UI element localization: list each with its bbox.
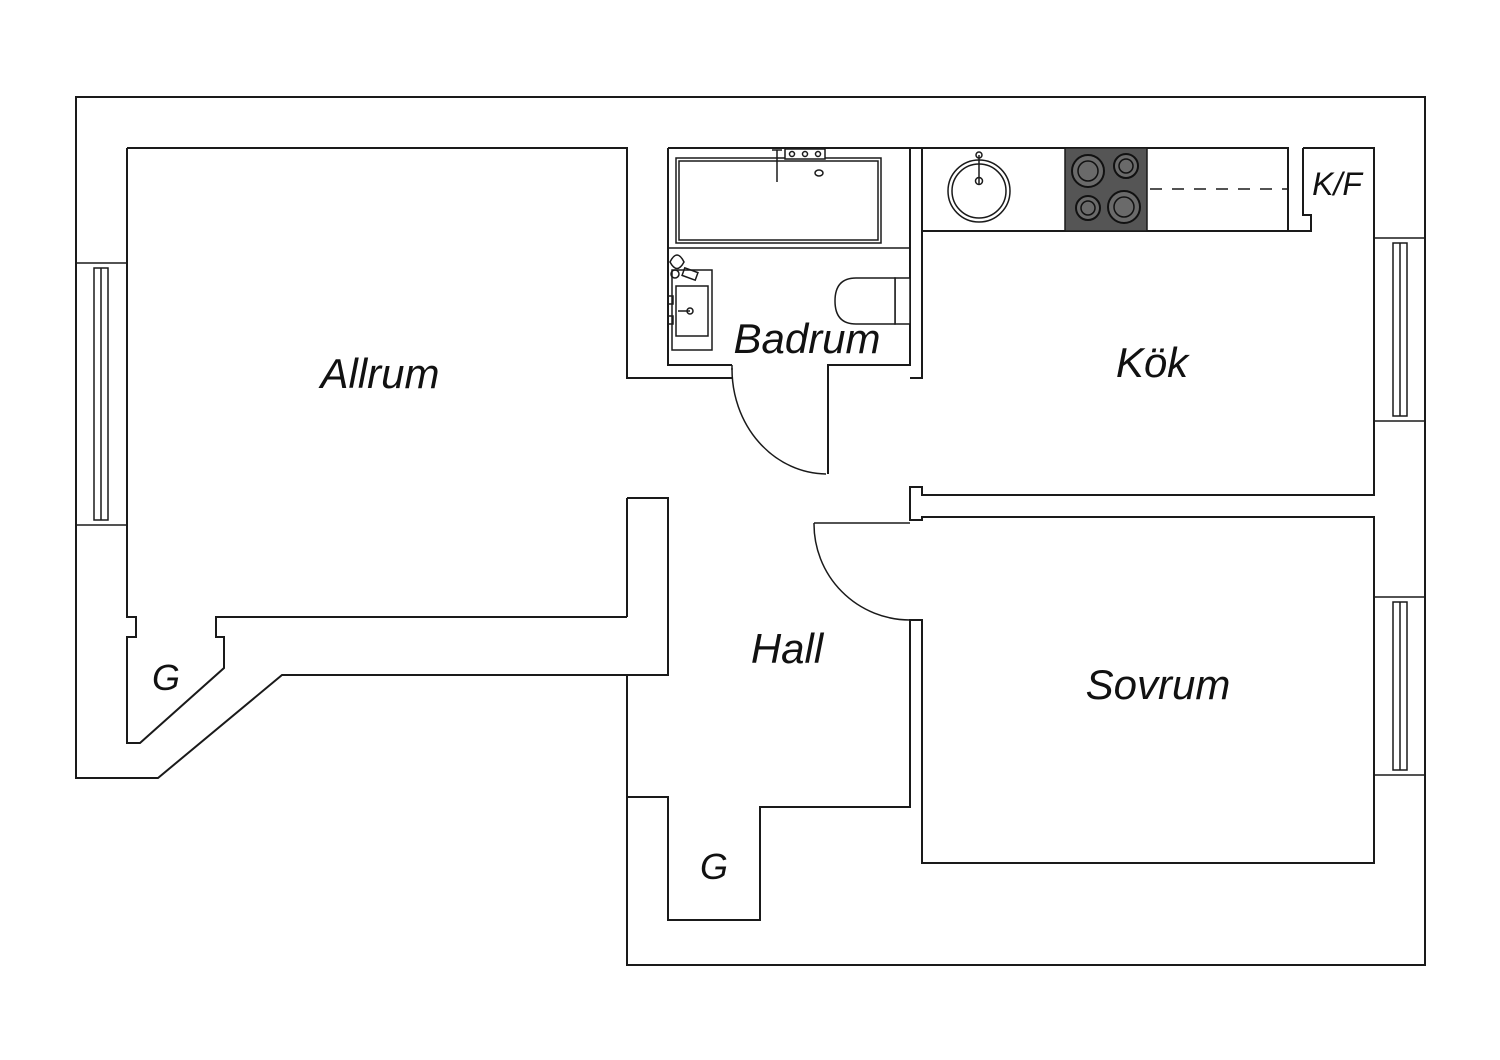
closet-label-hall: G (700, 846, 728, 887)
window-kok (1373, 237, 1426, 422)
room-label-kok: Kök (1116, 339, 1190, 386)
kitchen-sink-icon (947, 151, 1011, 223)
room-label-badrum: Badrum (733, 315, 880, 362)
bathtub-icon (675, 148, 882, 244)
bathroom-sink-icon (667, 254, 713, 351)
bathroom-door (731, 365, 827, 475)
window-allrum (75, 262, 128, 526)
allrum-room (126, 147, 732, 744)
kf-niche (1288, 148, 1312, 232)
window-sovrum (1373, 596, 1426, 776)
stove-icon (1064, 147, 1148, 232)
closet-label-allrum: G (152, 657, 180, 698)
room-label-sovrum: Sovrum (1086, 661, 1231, 708)
bedroom-door (813, 522, 911, 621)
room-label-hall: Hall (751, 625, 825, 672)
fridge-freezer-label: K/F (1312, 166, 1364, 202)
kok-room (627, 147, 1375, 921)
room-label-allrum: Allrum (317, 350, 439, 397)
toilet-icon (834, 277, 911, 325)
